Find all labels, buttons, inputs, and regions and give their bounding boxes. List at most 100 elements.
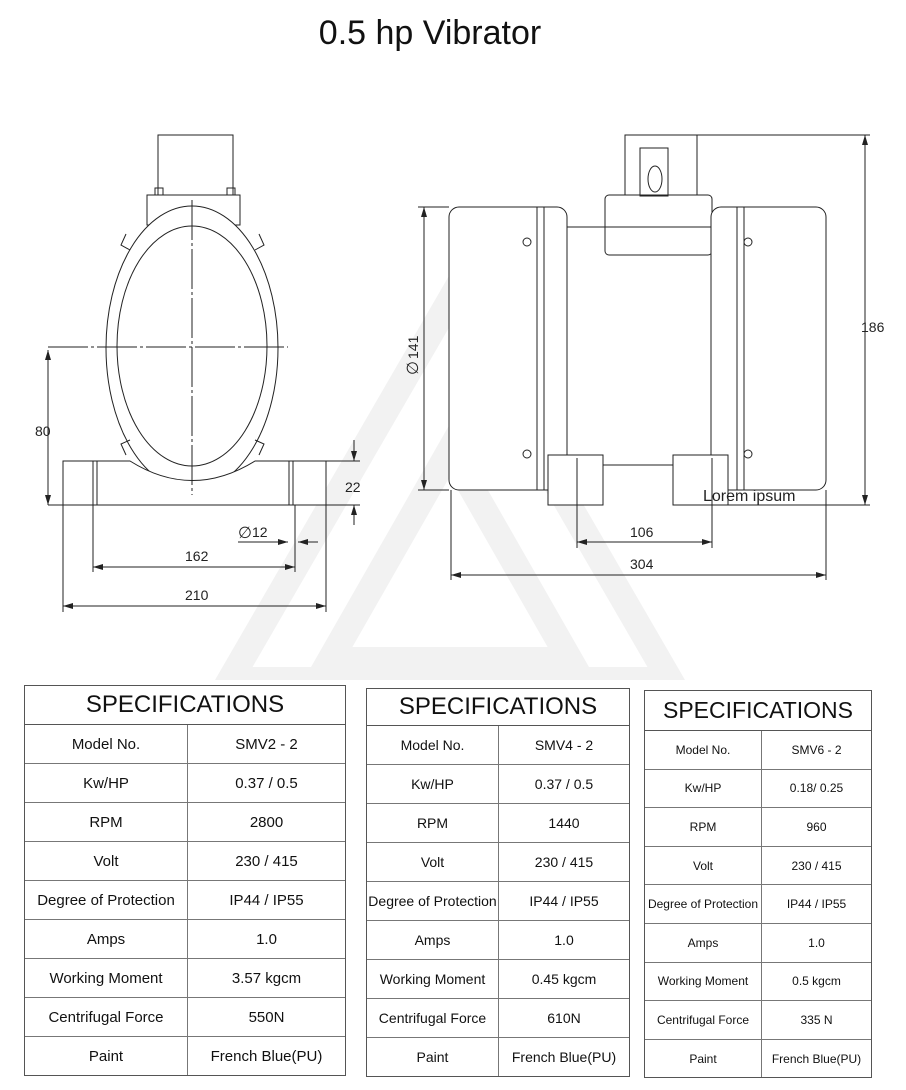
- spec-value: 610N: [547, 1010, 581, 1026]
- table-row: Centrifugal Force 335 N: [645, 1001, 871, 1040]
- table-row: Volt 230 / 415: [645, 846, 871, 886]
- table-row: Model No. SMV4 - 2: [367, 726, 629, 765]
- table-row: Working Moment 0.5 kgcm: [645, 962, 871, 1002]
- spec-value: 0.18/ 0.25: [789, 781, 844, 796]
- spec-label: Volt: [645, 846, 762, 885]
- drawing-label: Lorem ipsum: [703, 488, 795, 505]
- spec-value: 0.37 / 0.5: [235, 774, 298, 792]
- spec-label: Volt: [25, 842, 188, 880]
- spec-label: Degree of Protection: [367, 882, 499, 920]
- spec-table-heading: SPECIFICATIONS: [367, 689, 629, 726]
- spec-label: Working Moment: [25, 959, 188, 997]
- table-row: RPM 1440: [367, 804, 629, 843]
- spec-label: Centrifugal Force: [25, 998, 188, 1036]
- spec-value: 230 / 415: [791, 858, 842, 873]
- table-row: Kw/HP 0.37 / 0.5: [25, 764, 345, 803]
- spec-table-heading: SPECIFICATIONS: [25, 686, 345, 725]
- spec-value: 230 / 415: [235, 852, 298, 870]
- spec-value: 230 / 415: [534, 854, 594, 870]
- table-row: Paint French Blue(PU): [25, 1037, 345, 1075]
- spec-value: 1.0: [554, 932, 574, 948]
- table-row: RPM 2800: [25, 803, 345, 842]
- spec-value: 960: [806, 819, 827, 834]
- table-row: Centrifugal Force 610N: [367, 999, 629, 1038]
- dim-162: 162: [185, 548, 209, 564]
- dim-hole-diameter: 12: [252, 524, 268, 540]
- spec-label: Amps: [645, 923, 762, 962]
- table-row: Degree of Protection IP44 / IP55: [25, 881, 345, 920]
- table-row: Model No. SMV2 - 2: [25, 725, 345, 764]
- side-view: [418, 134, 870, 580]
- spec-value: 0.37 / 0.5: [534, 776, 594, 792]
- spec-label: Model No.: [645, 731, 762, 769]
- dim-106: 106: [630, 524, 654, 540]
- spec-value: 1440: [548, 815, 580, 831]
- technical-drawing: 80 22 ∅ 12 162 210 ∅ 141 186 106 304 Lor…: [35, 134, 885, 680]
- table-row: Centrifugal Force 550N: [25, 998, 345, 1037]
- spec-label: Amps: [367, 921, 499, 959]
- spec-value: SMV6 - 2: [791, 742, 842, 757]
- spec-value: IP44 / IP55: [786, 897, 847, 912]
- table-row: Volt 230 / 415: [25, 842, 345, 881]
- spec-label: Centrifugal Force: [645, 1001, 762, 1039]
- table-row: Amps 1.0: [367, 921, 629, 960]
- spec-label: RPM: [645, 808, 762, 846]
- page-title: 0.5 hp Vibrator: [318, 14, 542, 52]
- spec-value: French Blue(PU): [771, 1051, 862, 1066]
- table-row: Degree of Protection IP44 / IP55: [367, 882, 629, 921]
- spec-value: 0.5 kgcm: [792, 974, 841, 989]
- spec-value: 335 N: [800, 1012, 833, 1027]
- dim-210: 210: [185, 587, 209, 603]
- table-row: Working Moment 0.45 kgcm: [367, 960, 629, 999]
- dim-22: 22: [345, 479, 361, 495]
- spec-label: Kw/HP: [25, 764, 188, 802]
- spec-label: Model No.: [367, 726, 499, 764]
- table-row: Degree of Protection IP44 / IP55: [645, 885, 871, 924]
- spec-label: Paint: [367, 1038, 499, 1076]
- spec-label: RPM: [25, 803, 188, 841]
- spec-label: Working Moment: [645, 962, 762, 1001]
- table-row: Volt 230 / 415: [367, 843, 629, 882]
- spec-value: French Blue(PU): [511, 1049, 617, 1065]
- spec-table-heading: SPECIFICATIONS: [645, 691, 871, 731]
- spec-value: SMV2 - 2: [235, 735, 298, 753]
- spec-value: SMV4 - 2: [534, 737, 594, 753]
- table-row: Kw/HP 0.18/ 0.25: [645, 769, 871, 809]
- spec-value: 550N: [248, 1008, 285, 1026]
- spec-label: Degree of Protection: [645, 885, 762, 923]
- spec-label: Kw/HP: [367, 765, 499, 803]
- spec-label: Amps: [25, 920, 188, 958]
- spec-label: Kw/HP: [645, 769, 762, 808]
- table-row: Kw/HP 0.37 / 0.5: [367, 765, 629, 804]
- dim-141: 141: [405, 335, 421, 359]
- spec-value: 0.45 kgcm: [531, 971, 597, 987]
- spec-label: Working Moment: [367, 960, 499, 998]
- spec-label: Centrifugal Force: [367, 999, 499, 1037]
- diameter-symbol: ∅: [238, 525, 252, 542]
- spec-value: French Blue(PU): [210, 1047, 323, 1065]
- spec-value: 1.0: [256, 930, 277, 948]
- spec-value: IP44 / IP55: [229, 891, 304, 909]
- table-row: Paint French Blue(PU): [367, 1038, 629, 1076]
- table-row: RPM 960: [645, 808, 871, 847]
- dim-304: 304: [630, 556, 654, 572]
- spec-label: Paint: [25, 1037, 188, 1075]
- table-row: Amps 1.0: [25, 920, 345, 959]
- spec-value: 3.57 kgcm: [231, 969, 302, 987]
- dim-80: 80: [35, 423, 51, 439]
- spec-value: IP44 / IP55: [529, 893, 599, 909]
- dim-186: 186: [861, 319, 885, 335]
- spec-label: Volt: [367, 843, 499, 881]
- spec-label: Model No.: [25, 725, 188, 763]
- front-view: [45, 134, 360, 612]
- spec-label: RPM: [367, 804, 499, 842]
- table-row: Model No. SMV6 - 2: [645, 731, 871, 770]
- spec-value: 2800: [249, 813, 284, 831]
- diameter-symbol: ∅: [405, 361, 422, 375]
- spec-label: Degree of Protection: [25, 881, 188, 919]
